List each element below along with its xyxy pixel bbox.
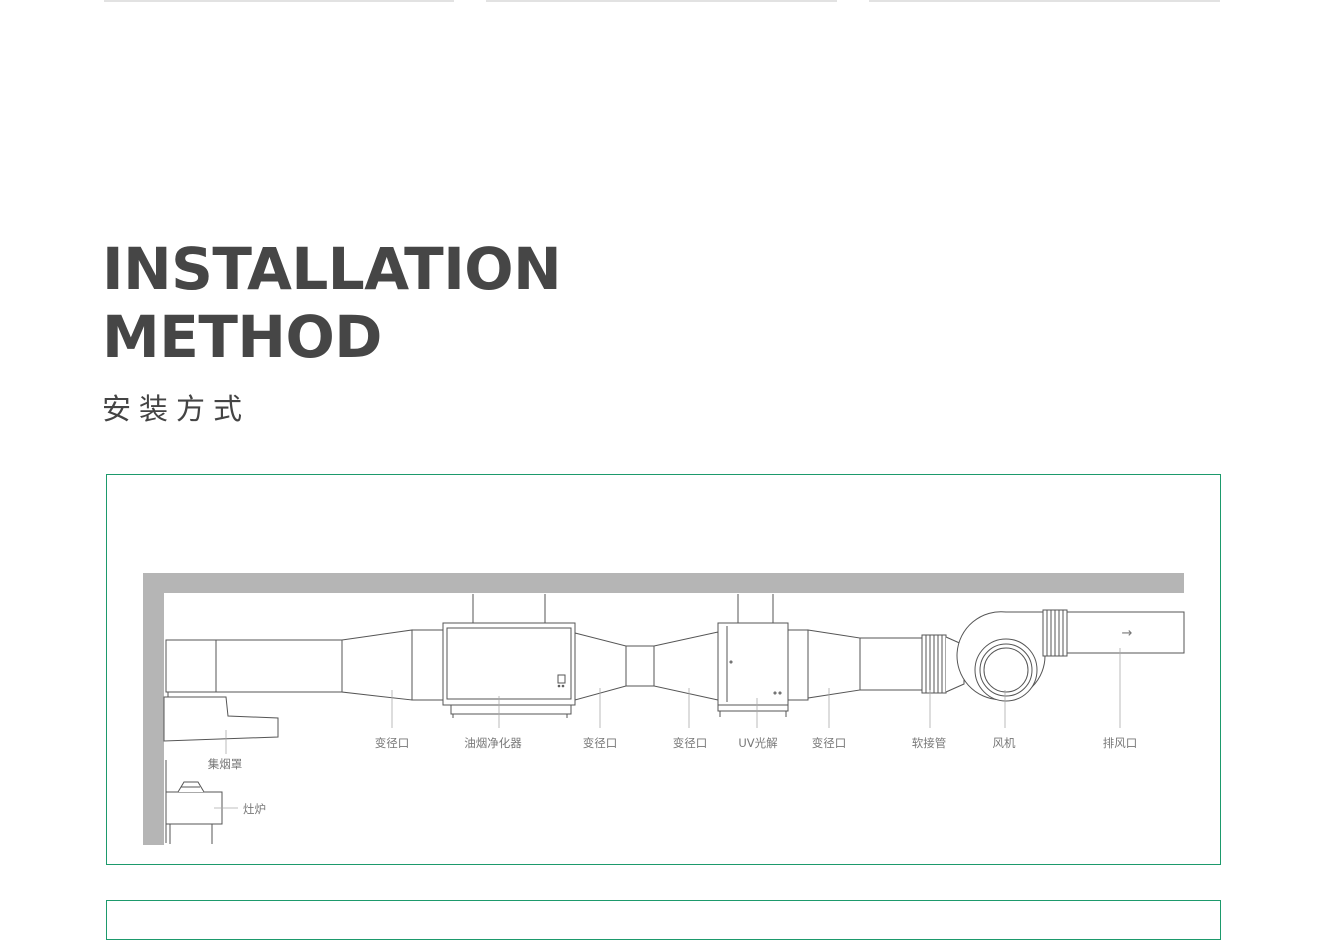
top-divider-1 bbox=[104, 0, 454, 2]
reducer-3 bbox=[653, 631, 719, 701]
top-divider-3 bbox=[869, 0, 1220, 2]
stove bbox=[165, 760, 223, 844]
uv-photolysis-unit bbox=[717, 594, 789, 717]
top-divider-2 bbox=[486, 0, 837, 2]
label-exhaust: 排风口 bbox=[1103, 736, 1138, 750]
label-purifier: 油烟净化器 bbox=[464, 736, 522, 750]
label-reducer-4: 变径口 bbox=[812, 736, 847, 750]
section-title: INSTALLATION METHOD bbox=[102, 235, 562, 371]
label-reducer-2: 变径口 bbox=[583, 736, 618, 750]
exhaust-duct bbox=[1042, 609, 1185, 657]
connector-3 bbox=[787, 629, 809, 701]
smoke-hood bbox=[163, 692, 279, 742]
reducer-4 bbox=[807, 629, 861, 699]
flexible-hose bbox=[921, 634, 965, 694]
installation-diagram-frame bbox=[106, 474, 1221, 865]
label-reducer-1: 变径口 bbox=[375, 736, 410, 750]
reducer-2 bbox=[574, 632, 627, 701]
label-fan: 风机 bbox=[993, 736, 1016, 750]
connector-1 bbox=[411, 629, 444, 701]
wall-ceiling bbox=[143, 573, 1184, 845]
duct-section bbox=[859, 637, 923, 691]
hood-duct bbox=[165, 639, 343, 693]
section-title-line1: INSTALLATION bbox=[102, 235, 562, 303]
connector-2 bbox=[625, 645, 655, 687]
label-stove: 灶炉 bbox=[243, 802, 266, 816]
installation-diagram: 集烟罩 灶炉 变径口 油烟净化器 变径口 变径口 UV光解 变径口 软接管 风机… bbox=[143, 573, 1185, 845]
label-hood: 集烟罩 bbox=[208, 757, 243, 771]
fan bbox=[956, 611, 1046, 702]
section-title-line2: METHOD bbox=[102, 303, 382, 371]
section-subtitle: 安装方式 bbox=[102, 392, 251, 426]
oil-fume-purifier bbox=[442, 594, 576, 718]
exhaust-arrow-icon: → bbox=[1122, 626, 1133, 641]
label-uv: UV光解 bbox=[738, 736, 778, 750]
leader-lines bbox=[214, 648, 1121, 809]
label-reducer-3: 变径口 bbox=[673, 736, 708, 750]
reducer-1 bbox=[341, 629, 413, 701]
label-flex: 软接管 bbox=[912, 736, 947, 750]
